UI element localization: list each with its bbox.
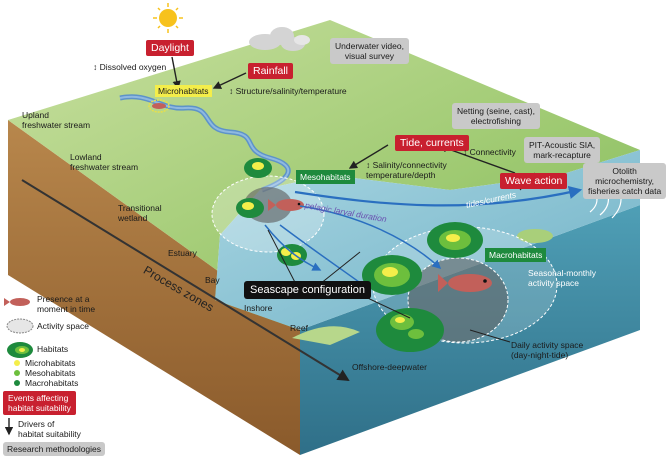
inshore-label: Inshore xyxy=(244,303,273,313)
legend-microhabitats: Microhabitats xyxy=(25,358,76,368)
method-pit-acoustic: PIT-Acoustic SIA,mark-recapture xyxy=(524,137,601,163)
structure-text: ↕ Structure/salinity/temperature xyxy=(229,86,347,96)
soil-face xyxy=(8,120,300,455)
cloud-icon xyxy=(249,27,305,51)
sun-icon xyxy=(153,3,183,33)
offshore-label: Offshore-deepwater xyxy=(352,362,427,372)
legend-research: Research methodologies xyxy=(3,442,106,456)
microhabitats-label: Microhabitats xyxy=(155,85,212,97)
mesohabitats-label: Mesohabitats xyxy=(296,170,355,184)
connectivity-text: ↕ Connectivity xyxy=(463,147,516,157)
dissolved-oxygen-text: ↕ Dissolved oxygen xyxy=(93,62,167,72)
reef-label: Reef xyxy=(290,323,308,333)
island-shape xyxy=(517,229,553,243)
estuary-label: Estuary xyxy=(168,248,197,258)
rainfall-label: Rainfall xyxy=(248,63,294,79)
pelagic-arrow xyxy=(299,205,442,270)
current-arrow-3 xyxy=(264,224,322,271)
reef-shape xyxy=(292,326,360,345)
habitat-patches xyxy=(236,158,483,352)
legend-activity-space: Activity space xyxy=(37,321,89,331)
process-zones-arrow xyxy=(21,179,350,382)
wave-action-label: Wave action xyxy=(500,173,568,189)
fish-icon xyxy=(148,99,492,292)
legend-macrohabitats: Macrohabitats xyxy=(25,378,79,388)
legend-shapes xyxy=(4,298,34,436)
macrohabitats-label: Macrohabitats xyxy=(485,248,547,262)
tide-currents-label: Tide, currents xyxy=(395,135,469,151)
daily-activity-label: Daily activity space(day-night-tide) xyxy=(511,340,584,360)
daylight-label: Daylight xyxy=(146,40,194,56)
method-underwater-video: Underwater video,visual survey xyxy=(330,38,409,64)
seascape-configuration-label: Seascape configuration xyxy=(244,281,371,299)
method-netting: Netting (seine, cast),electrofishing xyxy=(452,103,540,129)
bay-label: Bay xyxy=(205,275,220,285)
legend-habitats: Habitats xyxy=(37,344,69,354)
tides-arrow xyxy=(294,185,583,207)
legend-mesohabitats: Mesohabitats xyxy=(25,368,76,378)
